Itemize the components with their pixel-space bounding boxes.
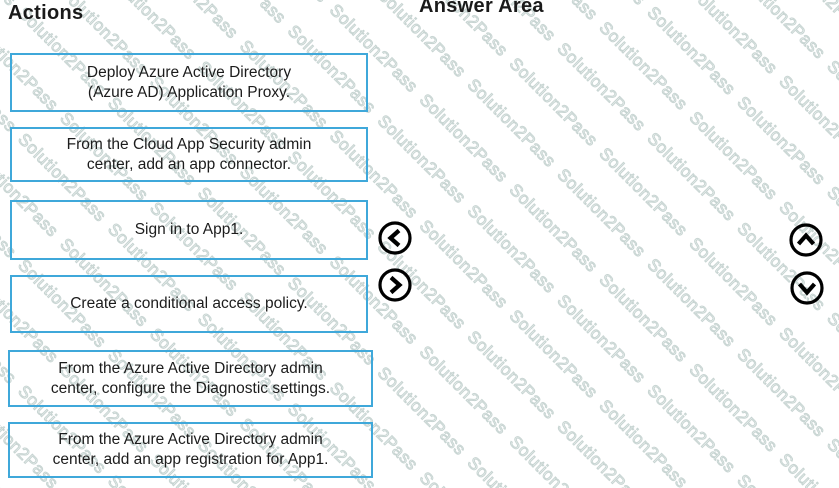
action-option-label: Create a conditional access policy.: [70, 295, 308, 312]
answer-area-heading: Answer Area: [419, 0, 544, 17]
action-option-sign-in-app1[interactable]: Sign in to App1.: [10, 200, 368, 260]
action-option-conditional-access-policy[interactable]: Create a conditional access policy.: [10, 275, 368, 333]
chevron-down-icon: [790, 271, 824, 305]
chevron-right-icon: [378, 268, 412, 302]
move-left-button[interactable]: [377, 220, 413, 256]
action-option-label: Deploy Azure Active Directory(Azure AD) …: [86, 63, 292, 101]
move-down-button[interactable]: [789, 270, 825, 306]
move-up-button[interactable]: [788, 222, 824, 258]
action-option-label: Sign in to App1.: [134, 221, 244, 238]
chevron-left-icon: [378, 221, 412, 255]
move-right-button[interactable]: [377, 267, 413, 303]
chevron-up-icon: [789, 223, 823, 257]
action-option-deploy-app-proxy[interactable]: Deploy Azure Active Directory(Azure AD) …: [10, 53, 368, 112]
actions-heading: Actions: [8, 2, 84, 24]
